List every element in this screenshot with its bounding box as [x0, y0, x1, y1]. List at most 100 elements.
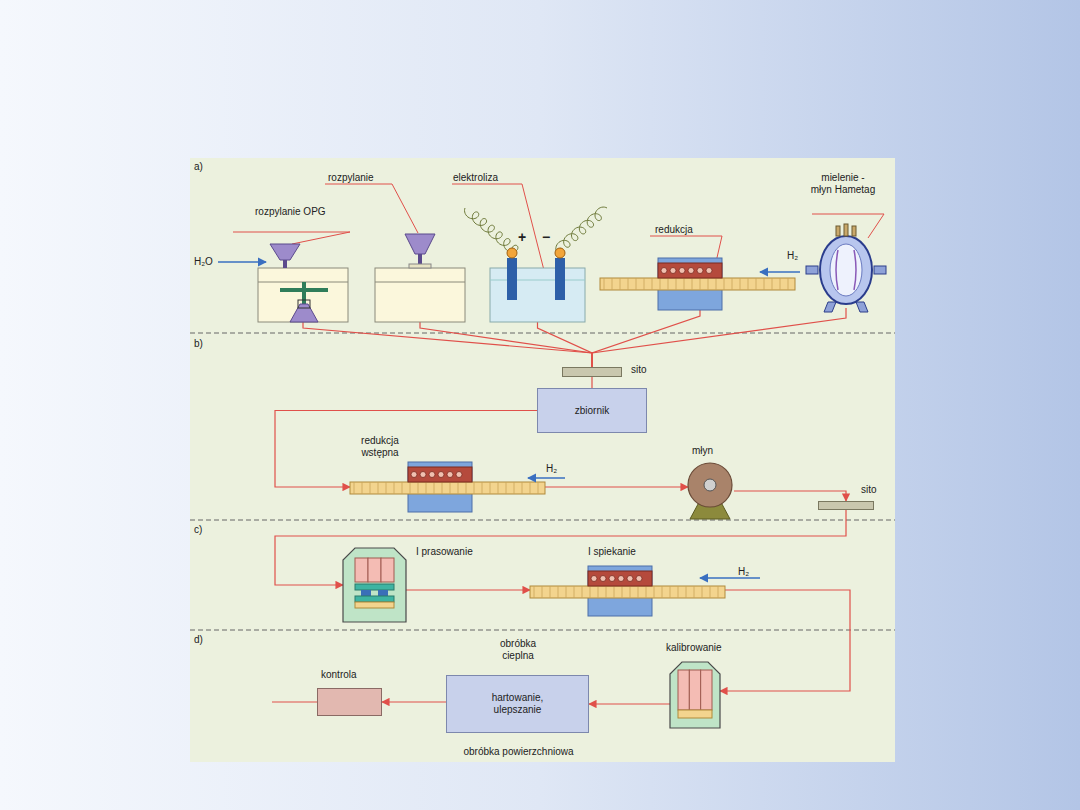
reduction-furnace: redukcja	[600, 258, 795, 310]
belt-tick	[630, 586, 631, 598]
belt-tick	[394, 482, 395, 494]
heater	[456, 472, 462, 478]
device-label: sito	[861, 484, 891, 496]
belt-tick	[710, 586, 711, 598]
section-divider	[190, 333, 895, 630]
motor	[298, 300, 310, 308]
press: I prasowanie	[343, 548, 406, 622]
heater	[627, 576, 633, 582]
outlet-line	[272, 701, 317, 702]
label-slot: I prasowanie	[416, 546, 506, 558]
section-letter: c)	[194, 524, 202, 536]
belt-tick	[534, 586, 535, 598]
punch	[381, 558, 394, 582]
label-slot: I spiekanie	[588, 546, 668, 558]
device-label: I prasowanie	[416, 546, 506, 558]
press-frame	[670, 662, 720, 728]
heater	[618, 576, 624, 582]
gas-label: H₂	[738, 566, 749, 578]
flow-connector	[734, 491, 846, 501]
process-box: obróbka cieplnahartowanie, ulepszanieobr…	[446, 675, 589, 733]
device-label: redukcja	[655, 224, 725, 236]
heater	[706, 268, 712, 274]
belt-tick	[684, 278, 685, 290]
label-slot: −	[542, 229, 550, 245]
atomizer-opg-drawing	[258, 268, 348, 322]
belt-tick	[636, 278, 637, 290]
device-label: I spiekanie	[588, 546, 668, 558]
belt-tick	[694, 586, 695, 598]
device-label: kontrola	[321, 669, 391, 681]
mill-axle	[704, 479, 716, 491]
press-drawing	[343, 548, 406, 622]
flow-connector	[589, 703, 670, 704]
label-slot: młyn	[692, 445, 732, 457]
belt-tick	[434, 482, 435, 494]
flow-connector	[275, 411, 537, 488]
wire-coil	[556, 207, 607, 254]
label-slot: +	[518, 229, 526, 245]
belt-tick	[490, 482, 491, 494]
belt-tick	[542, 586, 543, 598]
flange	[806, 266, 818, 274]
belt-tick	[676, 278, 677, 290]
belt-tick	[418, 482, 419, 494]
label-slot: a)	[194, 161, 203, 173]
calibration-punch	[678, 670, 689, 710]
label-slot: H₂	[546, 463, 557, 475]
belt-tick	[662, 586, 663, 598]
belt-tick	[644, 278, 645, 290]
heating-zone	[658, 263, 722, 278]
flow-connector	[592, 308, 846, 367]
calibration-press-drawing	[670, 662, 720, 728]
belt-tick	[708, 278, 709, 290]
ball-mill-drawing	[686, 463, 734, 519]
mill-drum	[688, 463, 732, 507]
box-content: hartowanie, ulepszanie	[447, 676, 588, 732]
flow-connector	[420, 322, 592, 367]
atomizer-opg: rozpylanie OPG	[258, 268, 348, 322]
belt-tick	[732, 278, 733, 290]
belt-tick	[700, 278, 701, 290]
atomizer: rozpylanie	[375, 268, 465, 322]
belt-tick	[558, 586, 559, 598]
heater	[600, 576, 606, 582]
label-slot: redukcja	[655, 224, 725, 236]
heater	[670, 268, 676, 274]
belt-tick	[692, 278, 693, 290]
belt-tick	[638, 586, 639, 598]
belt-tick	[442, 482, 443, 494]
belt-tick	[620, 278, 621, 290]
sintering-furnace: I spiekanie	[530, 566, 725, 616]
electrolyte-level	[490, 280, 585, 281]
device-label: elektroliza	[453, 172, 533, 184]
control-box: kontrola	[317, 688, 382, 716]
label-slot: d)	[194, 634, 203, 646]
box-label: hartowanie, ulepszanie	[476, 692, 560, 716]
device-label: sito	[631, 364, 671, 376]
belt-tick	[378, 482, 379, 494]
electrolyte-tank	[490, 268, 585, 322]
polarity-sign: +	[518, 229, 526, 245]
belt-tick	[362, 482, 363, 494]
gas-label: H₂	[787, 250, 798, 262]
inlet	[836, 226, 840, 236]
press-table	[678, 710, 712, 718]
heating-zone	[408, 467, 472, 482]
label-slot: kalibrowanie	[666, 642, 746, 654]
belt-tick	[614, 586, 615, 598]
belt-tick	[748, 278, 749, 290]
heating-zone	[588, 571, 652, 586]
wire-coil	[465, 208, 518, 252]
heater	[591, 576, 597, 582]
press-frame	[343, 548, 406, 622]
belt-tick	[474, 482, 475, 494]
belt-tick	[386, 482, 387, 494]
label-slot: mielenie - młyn Hametag	[810, 172, 876, 196]
device-label: rozpylanie OPG	[255, 206, 365, 218]
mill-chamber	[830, 244, 862, 296]
label-slot: c)	[194, 524, 202, 536]
heater	[609, 576, 615, 582]
belt-tick	[606, 586, 607, 598]
